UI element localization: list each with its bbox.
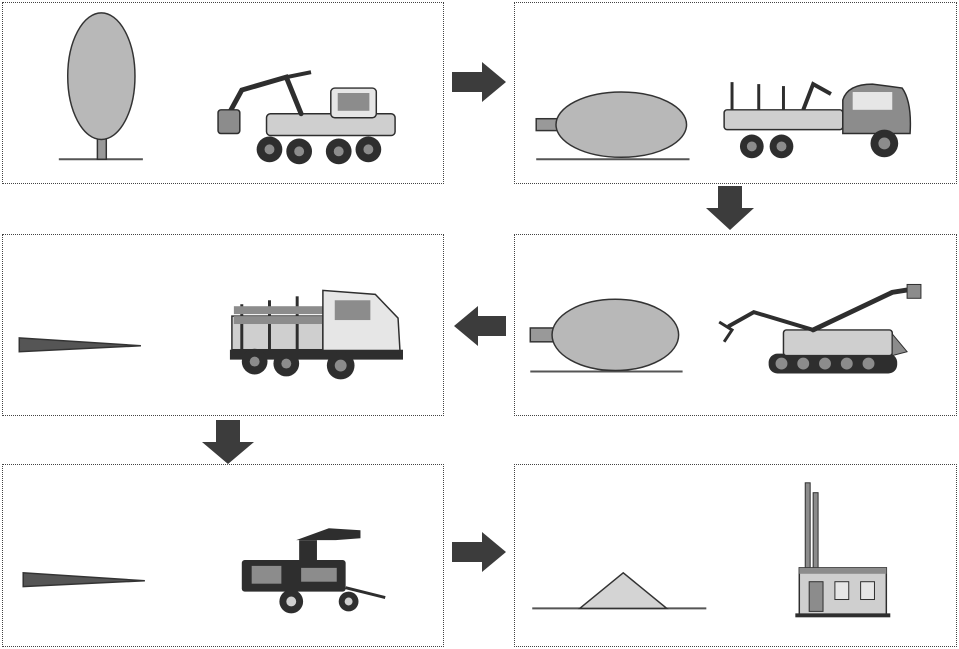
arrow-down-icon — [706, 186, 754, 230]
log-icon — [18, 337, 141, 353]
step-felling-panel — [2, 2, 444, 184]
arrow-right-icon — [452, 532, 506, 572]
step-chipping-panel — [2, 464, 444, 647]
forwarder-icon — [723, 81, 912, 159]
felled-tree-icon — [535, 91, 690, 161]
arrow-down-icon — [202, 420, 254, 464]
standing-tree-icon — [58, 12, 143, 161]
step-log-transport-panel — [2, 234, 444, 416]
step-energy-production-panel — [514, 464, 957, 647]
log-icon — [22, 572, 145, 588]
tracked-crane-machine-icon — [718, 283, 922, 374]
step-delimbing-panel — [514, 234, 957, 416]
arrow-right-icon — [452, 62, 506, 102]
wood-chipper-icon — [241, 528, 386, 614]
timber-truck-icon — [229, 289, 403, 380]
felled-tree-icon — [529, 298, 683, 373]
harvester-icon — [217, 70, 396, 165]
step-forwarding-panel — [514, 2, 957, 184]
boiler-plant-icon — [795, 482, 891, 618]
chip-pile-icon — [532, 571, 707, 610]
arrow-left-icon — [454, 306, 506, 346]
